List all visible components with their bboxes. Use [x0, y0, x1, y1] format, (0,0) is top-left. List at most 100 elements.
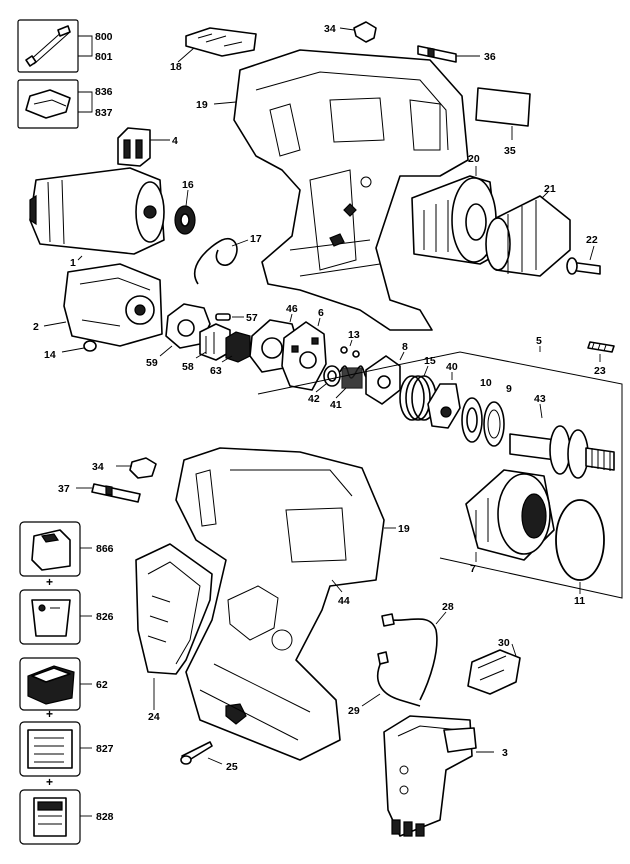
- part-40-adjust-ring: [427, 372, 461, 429]
- callout-46: 46: [286, 303, 298, 315]
- part-28-wire: [381, 611, 447, 701]
- callout-40: 40: [446, 361, 458, 373]
- callout-29: 29: [348, 705, 360, 717]
- callout-826: 826: [96, 611, 114, 623]
- accessory-box-826: [19, 589, 92, 645]
- accessory-box-836-837: [17, 79, 93, 129]
- callout-22: 22: [586, 234, 598, 246]
- part-2-gearbox: [43, 263, 163, 347]
- callout-30: 30: [498, 637, 510, 649]
- part-5-assembly-outline: [257, 346, 623, 599]
- part-7-gear-housing: [465, 469, 555, 562]
- callout-43: 43: [534, 393, 546, 405]
- callout-25: 25: [226, 761, 238, 773]
- callout-23: 23: [594, 365, 606, 377]
- callout-35: 35: [504, 145, 516, 157]
- callout-36: 36: [484, 51, 496, 63]
- part-19-housing-lower: [175, 447, 396, 761]
- part-1-motor: [29, 167, 165, 261]
- part-9-ring: [483, 401, 505, 447]
- part-41-spring: [335, 365, 371, 399]
- callout-57: 57: [246, 312, 258, 324]
- part-57-pin: [215, 313, 244, 321]
- callout-3: 3: [502, 747, 508, 759]
- callout-9: 9: [506, 383, 512, 395]
- callout-58: 58: [182, 361, 194, 373]
- part-36-bit: [417, 45, 480, 63]
- accessory-box-800-801: [17, 19, 93, 73]
- callout-37: 37: [58, 483, 70, 495]
- callout-5: 5: [536, 335, 542, 347]
- part-29-wire: [361, 651, 421, 707]
- callout-837: 837: [95, 107, 113, 119]
- part-3-switch: [383, 715, 494, 837]
- part-14-screw: [61, 340, 97, 353]
- callout-10: 10: [480, 377, 492, 389]
- part-10-washer: [461, 397, 483, 443]
- callout-19-top: 19: [196, 99, 208, 111]
- callout-6: 6: [318, 307, 324, 319]
- part-23-screw: [587, 341, 615, 362]
- callout-2: 2: [33, 321, 39, 333]
- plus-sign-2: +: [46, 707, 53, 721]
- callout-1: 1: [70, 257, 76, 269]
- part-4-brush: [117, 127, 170, 167]
- callout-44: 44: [338, 595, 350, 607]
- part-19-housing-top: [213, 49, 469, 331]
- accessory-box-828: [19, 789, 92, 845]
- callout-19-lower: 19: [398, 523, 410, 535]
- part-35-label: [475, 87, 531, 140]
- callout-11: 11: [574, 595, 585, 607]
- part-30-reverse-lever: [467, 643, 521, 695]
- callout-62: 62: [96, 679, 108, 691]
- callout-801: 801: [95, 51, 113, 63]
- callout-836: 836: [95, 86, 113, 98]
- part-13-balls: [340, 339, 360, 358]
- part-6-housing-plate: [281, 317, 327, 391]
- callout-7: 7: [470, 563, 476, 575]
- callout-13: 13: [348, 329, 360, 341]
- callout-827: 827: [96, 743, 114, 755]
- callout-24: 24: [148, 711, 160, 723]
- plus-sign-3: +: [46, 775, 53, 789]
- callout-59: 59: [146, 357, 158, 369]
- callout-14: 14: [44, 349, 56, 361]
- part-21-chuck: [485, 191, 571, 277]
- callout-866: 866: [96, 543, 114, 555]
- callout-18: 18: [170, 61, 182, 73]
- part-25-screw: [180, 741, 223, 765]
- callout-17: 17: [250, 233, 262, 245]
- callout-63: 63: [210, 365, 222, 377]
- accessory-box-827: [19, 721, 92, 777]
- part-18-switch-cover: [177, 27, 257, 63]
- accessory-box-62-charger: [19, 657, 92, 711]
- part-59-ring: [159, 303, 211, 357]
- part-42-washer: [315, 365, 341, 393]
- part-17-clip: [194, 237, 249, 285]
- callout-16: 16: [182, 179, 194, 191]
- part-11-retaining-ring: [555, 499, 605, 594]
- accessory-box-866-battery: [19, 521, 92, 577]
- part-16-gear: [174, 189, 196, 235]
- part-43-spindle: [509, 403, 615, 479]
- callout-42: 42: [308, 393, 320, 405]
- callout-21: 21: [544, 183, 556, 195]
- part-8-clutch-cam: [365, 351, 405, 405]
- callout-8: 8: [402, 341, 408, 353]
- plus-sign-1: +: [46, 575, 53, 589]
- part-34-clip-lower: [116, 457, 157, 479]
- part-34-clip-top: [339, 21, 377, 43]
- callout-34-top: 34: [324, 23, 336, 35]
- callout-28: 28: [442, 601, 454, 613]
- callout-20: 20: [468, 153, 480, 165]
- callout-800: 800: [95, 31, 113, 43]
- callout-828: 828: [96, 811, 114, 823]
- part-20-collar: [411, 166, 499, 265]
- part-37-bit-holder: [76, 483, 141, 503]
- part-44-label: [331, 579, 343, 593]
- part-22-screw: [566, 245, 601, 275]
- callout-15: 15: [424, 355, 436, 367]
- part-24-handle-cover: [135, 543, 213, 710]
